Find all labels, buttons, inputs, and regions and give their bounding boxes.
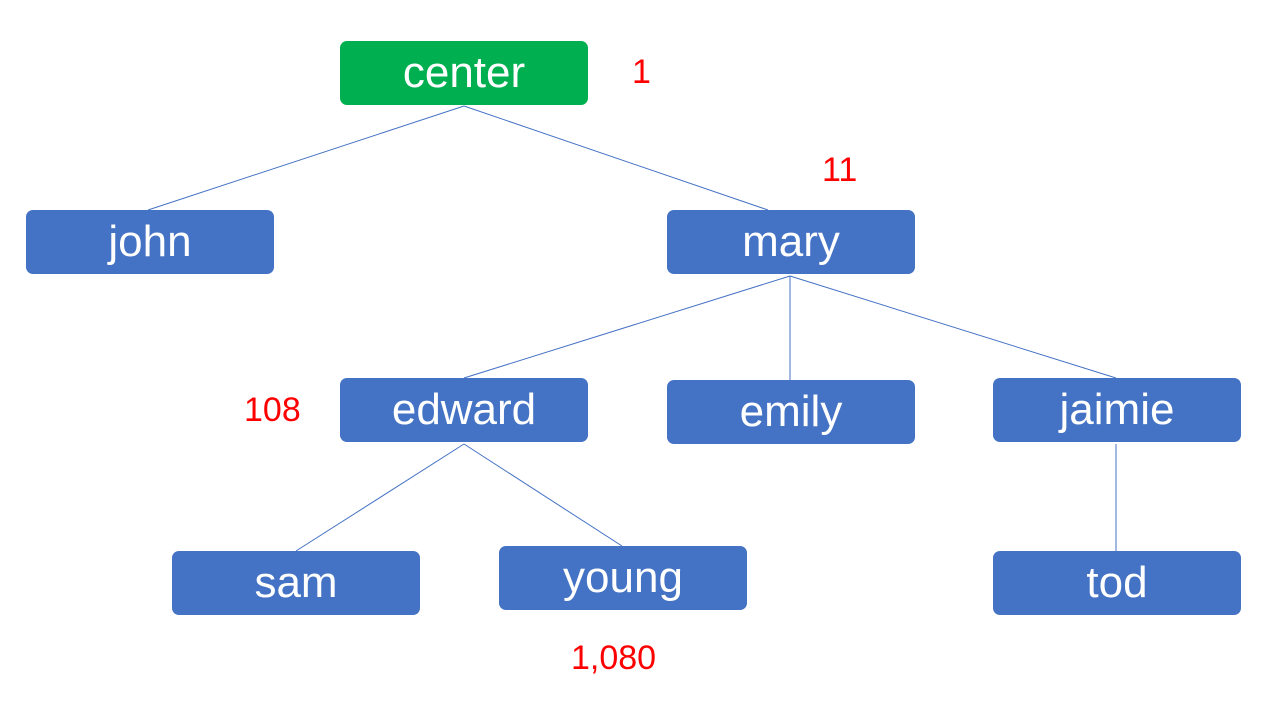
edge-center-mary (463, 105, 769, 211)
node-sam: sam (172, 551, 420, 615)
edge-edward-sam (295, 443, 465, 552)
edge-center-john (147, 105, 465, 211)
node-edward: edward (340, 378, 588, 442)
node-tod: tod (993, 551, 1241, 615)
annotation-mary: 11 (822, 151, 858, 189)
node-mary: mary (667, 210, 915, 274)
annotation-edward: 108 (244, 391, 301, 429)
edge-mary-edward (463, 275, 791, 379)
annotation-young: 1,080 (571, 639, 657, 677)
edge-edward-young (463, 443, 623, 547)
node-john: john (26, 210, 274, 274)
node-emily: emily (667, 380, 915, 444)
node-jaimie: jaimie (993, 378, 1241, 442)
node-center: center (340, 41, 588, 105)
annotation-center: 1 (632, 53, 651, 91)
edge-mary-jaimie (789, 275, 1117, 379)
node-young: young (499, 546, 747, 610)
